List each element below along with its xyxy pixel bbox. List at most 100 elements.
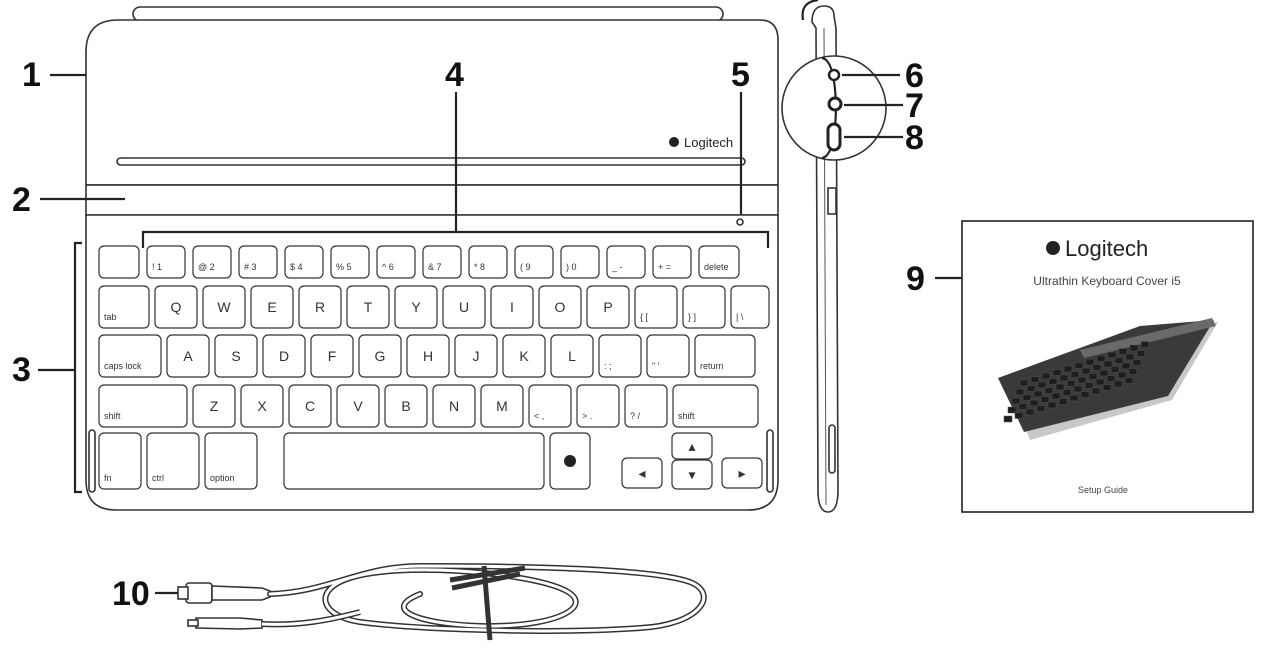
key-row2-8[interactable]: K bbox=[502, 334, 546, 378]
key-row0-13[interactable]: delete bbox=[698, 245, 740, 279]
key-cap bbox=[652, 245, 692, 279]
key-cap bbox=[98, 384, 188, 428]
key-row3-9[interactable]: > . bbox=[576, 384, 620, 428]
key-row2-2[interactable]: S bbox=[214, 334, 258, 378]
key-row4-8[interactable]: ▾ bbox=[671, 459, 713, 490]
key-row4-4[interactable] bbox=[283, 432, 545, 490]
key-row0-1[interactable]: ! 1 bbox=[146, 245, 186, 279]
key-row0-12[interactable]: + = bbox=[652, 245, 692, 279]
key-row1-5[interactable]: T bbox=[346, 285, 390, 329]
guide-key bbox=[1063, 365, 1073, 373]
guide-key bbox=[1084, 382, 1094, 389]
key-row0-3[interactable]: # 3 bbox=[238, 245, 278, 279]
key-row4-5[interactable] bbox=[549, 432, 591, 490]
callout-1: 1 bbox=[22, 56, 41, 94]
guide-key bbox=[1015, 388, 1025, 396]
key-row2-0[interactable]: caps lock bbox=[98, 334, 162, 378]
key-row1-12[interactable]: } ] bbox=[682, 285, 726, 329]
cable-to-micro-inner bbox=[261, 610, 361, 626]
key-cap bbox=[698, 245, 740, 279]
key-row2-7[interactable]: J bbox=[454, 334, 498, 378]
key-row2-12[interactable]: return bbox=[694, 334, 756, 378]
key-row1-8[interactable]: I bbox=[490, 285, 534, 329]
key-row3-4[interactable]: V bbox=[336, 384, 380, 428]
key-row4-1[interactable]: ctrl bbox=[146, 432, 200, 490]
keyboard-keys: ! 1@ 2 # 3 $ 4% 5^ 6& 7* 8( 9) 0_ - + = dele… bbox=[98, 245, 770, 490]
key-label: Z bbox=[210, 398, 219, 414]
key-row2-5[interactable]: G bbox=[358, 334, 402, 378]
key-row2-4[interactable]: F bbox=[310, 334, 354, 378]
key-row1-4[interactable]: R bbox=[298, 285, 342, 329]
key-row3-2[interactable]: X bbox=[240, 384, 284, 428]
key-label: + = bbox=[658, 262, 671, 272]
key-row1-13[interactable]: | \ bbox=[730, 285, 770, 329]
key-cap bbox=[721, 457, 763, 489]
guide-key bbox=[1055, 383, 1065, 391]
key-row2-9[interactable]: L bbox=[550, 334, 594, 378]
key-row4-7[interactable]: ▴ bbox=[671, 432, 713, 460]
key-cap bbox=[528, 384, 572, 428]
key-row3-5[interactable]: B bbox=[384, 384, 428, 428]
key-row3-3[interactable]: C bbox=[288, 384, 332, 428]
key-row2-1[interactable]: A bbox=[166, 334, 210, 378]
guide-key bbox=[1018, 403, 1028, 410]
key-label: tab bbox=[104, 312, 117, 322]
key-cap bbox=[240, 384, 284, 428]
key-row2-3[interactable]: D bbox=[262, 334, 306, 378]
guide-key bbox=[1047, 401, 1057, 409]
key-row4-9[interactable]: ▸ bbox=[721, 457, 763, 489]
key-row1-9[interactable]: O bbox=[538, 285, 582, 329]
key-row0-7[interactable]: & 7 bbox=[422, 245, 462, 279]
key-row0-10[interactable]: ) 0 bbox=[560, 245, 600, 279]
key-row3-8[interactable]: < , bbox=[528, 384, 572, 428]
key-label: # 3 bbox=[244, 262, 257, 272]
key-cap bbox=[262, 334, 306, 378]
key-row1-0[interactable]: tab bbox=[98, 285, 150, 329]
guide-key bbox=[1136, 350, 1146, 357]
key-label: ▸ bbox=[738, 465, 745, 481]
key-label: J bbox=[473, 348, 480, 364]
key-label: fn bbox=[104, 473, 112, 483]
key-row3-7[interactable]: M bbox=[480, 384, 524, 428]
guide-key bbox=[1014, 412, 1024, 419]
key-row1-6[interactable]: Y bbox=[394, 285, 438, 329]
key-row1-11[interactable]: { [ bbox=[634, 285, 678, 329]
usb-port bbox=[826, 122, 842, 152]
key-row0-8[interactable]: * 8 bbox=[468, 245, 508, 279]
key-row2-11[interactable]: " ' bbox=[646, 334, 690, 378]
key-row0-4[interactable]: $ 4 bbox=[284, 245, 324, 279]
key-label: K bbox=[519, 348, 529, 364]
key-row3-0[interactable]: shift bbox=[98, 384, 188, 428]
key-row1-1[interactable]: Q bbox=[154, 285, 198, 329]
key-row0-11[interactable]: _ - bbox=[606, 245, 646, 279]
callout-lines bbox=[38, 73, 962, 595]
usb-a-plug-tip bbox=[177, 586, 189, 600]
key-row1-2[interactable]: W bbox=[202, 285, 246, 329]
key-row4-2[interactable]: option bbox=[204, 432, 258, 490]
key-cap bbox=[480, 384, 524, 428]
cover-logo: Logitech bbox=[669, 135, 733, 150]
key-row1-10[interactable]: P bbox=[586, 285, 630, 329]
key-row0-0[interactable] bbox=[98, 245, 140, 279]
key-row0-2[interactable]: @ 2 bbox=[192, 245, 232, 279]
key-cap bbox=[288, 384, 332, 428]
key-row3-1[interactable]: Z bbox=[192, 384, 236, 428]
key-cap bbox=[490, 285, 534, 329]
headset-jack bbox=[827, 68, 841, 82]
key-cap bbox=[394, 285, 438, 329]
key-row0-6[interactable]: ^ 6 bbox=[376, 245, 416, 279]
key-row3-10[interactable]: ? / bbox=[624, 384, 668, 428]
key-row2-10[interactable]: : ; bbox=[598, 334, 642, 378]
guide-key bbox=[1091, 387, 1101, 395]
key-row3-6[interactable]: N bbox=[432, 384, 476, 428]
key-row3-11[interactable]: shift bbox=[672, 384, 759, 428]
key-row4-6[interactable]: ◂ bbox=[621, 457, 663, 489]
key-row1-3[interactable]: E bbox=[250, 285, 294, 329]
key-row1-7[interactable]: U bbox=[442, 285, 486, 329]
key-row0-5[interactable]: % 5 bbox=[330, 245, 370, 279]
key-label: caps lock bbox=[104, 361, 142, 371]
key-row2-6[interactable]: H bbox=[406, 334, 450, 378]
key-row0-9[interactable]: ( 9 bbox=[514, 245, 554, 279]
key-row4-0[interactable]: fn bbox=[98, 432, 142, 490]
bracket-4 bbox=[141, 92, 770, 248]
